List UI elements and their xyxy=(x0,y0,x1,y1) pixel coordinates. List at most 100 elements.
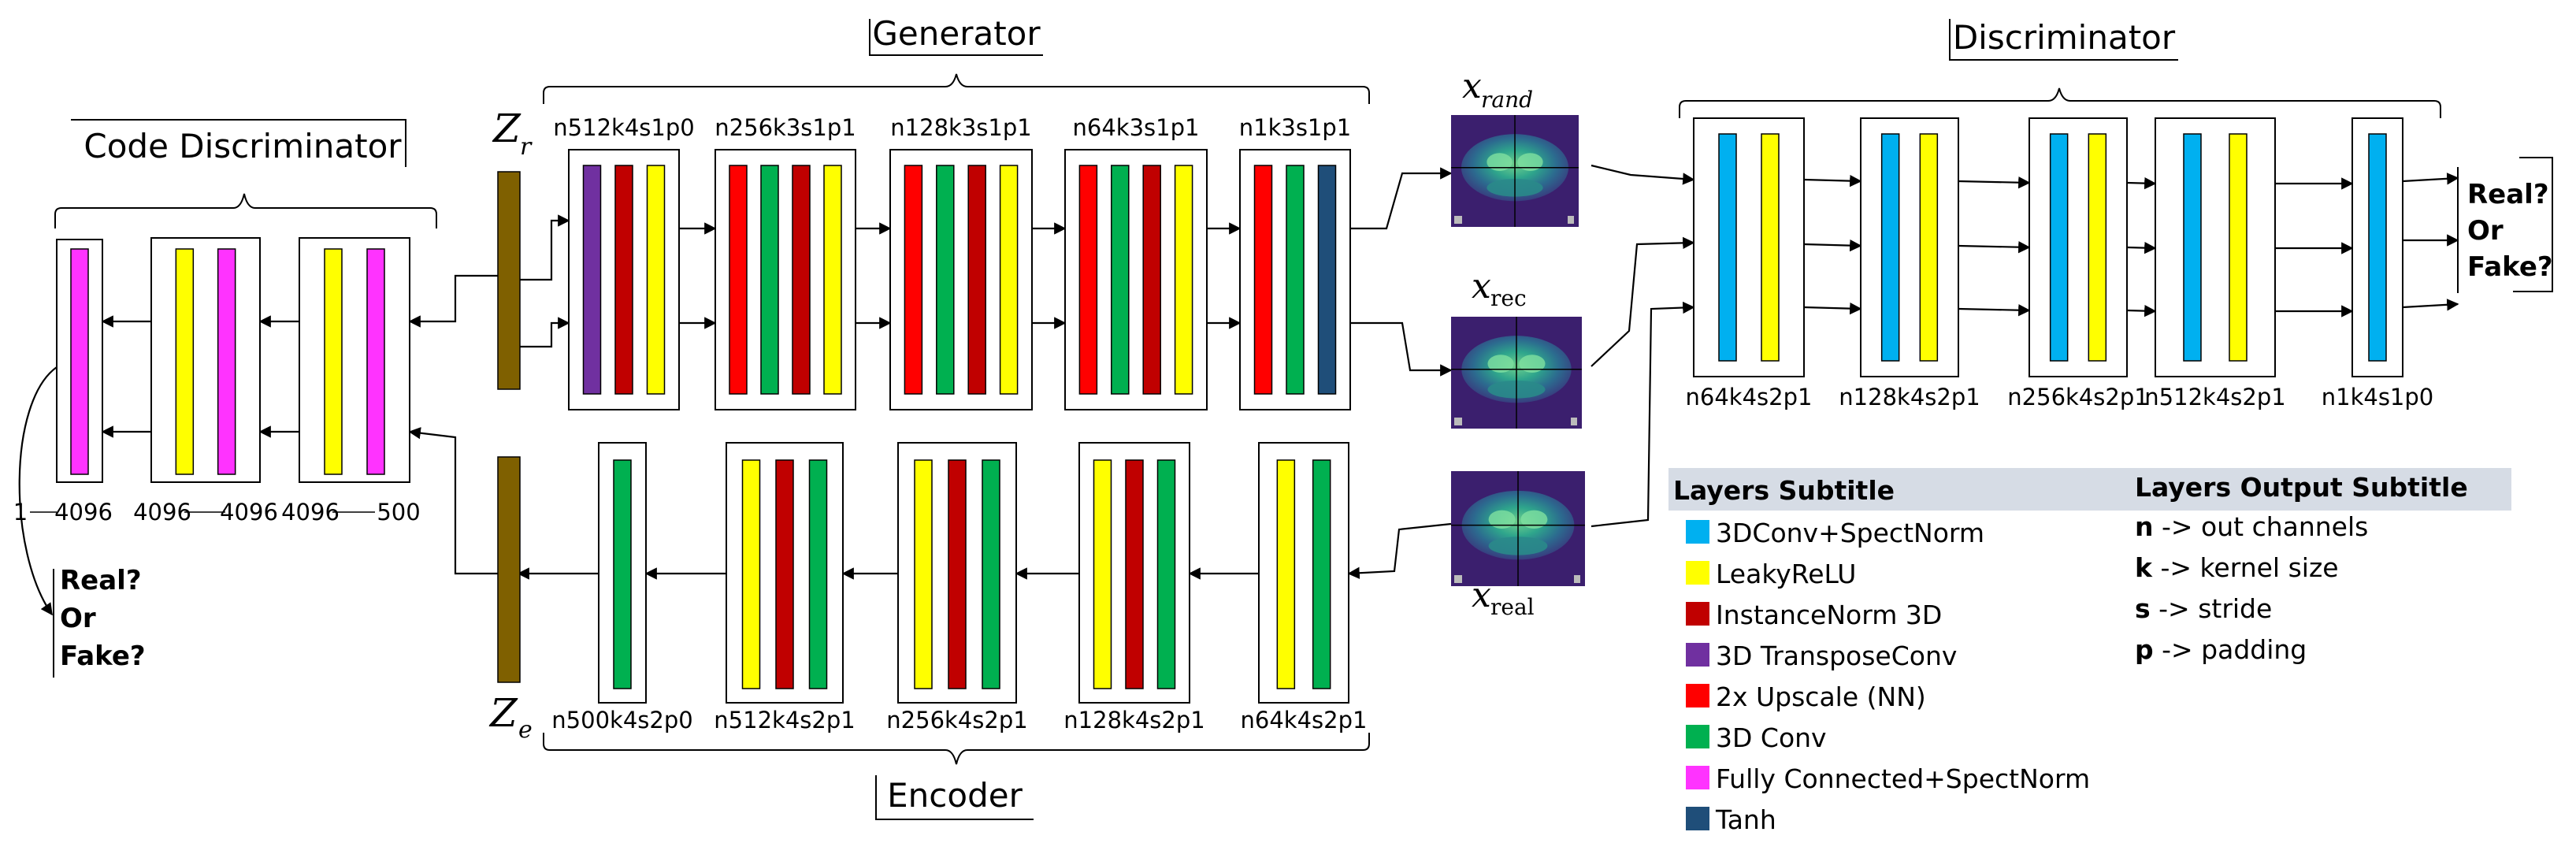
legend-item-spectconv: 3DConv+SpectNorm xyxy=(1686,518,1984,548)
image-x-rec-sub: rec xyxy=(1490,285,1527,311)
code-discriminator-dim-out: 4096 xyxy=(54,499,113,525)
legend-item-transpose: 3D TransposeConv xyxy=(1686,641,1957,671)
generator-bar-instnorm xyxy=(792,165,811,395)
legend-label-tanh: Tanh xyxy=(1715,804,1776,835)
discriminator-bar-spectconv xyxy=(1880,133,1900,362)
latent-z-e-sub: e xyxy=(518,716,533,744)
legend-label-spectconv: 3DConv+SpectNorm xyxy=(1716,518,1984,548)
legend-layers-title: Layers Subtitle xyxy=(1673,475,1895,506)
discriminator-bar-leaky xyxy=(1761,133,1780,362)
image-x-real-sub: real xyxy=(1490,594,1535,620)
generator-layer-label: n128k3s1p1 xyxy=(890,114,1031,141)
discriminator-bar-spectconv xyxy=(1718,133,1737,362)
code-discriminator-dim-out: 4096 xyxy=(220,499,278,525)
code-discriminator-dim-in: 4096 xyxy=(133,499,191,525)
legend-output-key: k xyxy=(2135,552,2153,583)
generator-bar-transpose xyxy=(582,165,602,395)
discriminator-bar-leaky xyxy=(2088,133,2107,362)
encoder-layer-box xyxy=(1258,442,1349,704)
code-discriminator-title: Code Discriminator xyxy=(71,119,406,167)
encoder-layer-label: n500k4s2p0 xyxy=(551,707,692,733)
encoder-bar-conv xyxy=(613,459,632,689)
generator-brace xyxy=(543,73,1370,104)
encoder-title: Encoder xyxy=(875,775,1034,820)
discriminator-bar-leaky xyxy=(2229,133,2248,362)
encoder-bar-conv xyxy=(808,459,828,689)
encoder-brace xyxy=(543,733,1370,765)
discriminator-bar-spectconv xyxy=(2368,133,2387,362)
legend-swatch-fc xyxy=(1686,766,1709,789)
legend-swatch-transpose xyxy=(1686,643,1709,667)
generator-bar-instnorm xyxy=(1142,165,1161,395)
legend-item-instnorm: InstanceNorm 3D xyxy=(1686,600,1942,630)
code-discriminator-output: Real? Or Fake? xyxy=(53,565,146,678)
generator-layer-1: n512k4s1p0 xyxy=(553,114,695,410)
generator-layer-label: n64k3s1p1 xyxy=(1073,114,1200,141)
generator-layer-4: n64k3s1p1 xyxy=(1064,114,1208,410)
discriminator-bar-spectconv xyxy=(2049,133,2069,362)
legend-output-desc: -> out channels xyxy=(2154,511,2369,542)
latent-z-e-bar xyxy=(497,456,521,683)
code-discriminator-bar-fc xyxy=(366,248,385,475)
encoder-layer-label: n128k4s2p1 xyxy=(1063,707,1204,733)
legend-item-fc: Fully Connected+SpectNorm xyxy=(1686,763,2090,794)
generator-layer-5: n1k3s1p1 xyxy=(1239,114,1352,410)
legend-label-conv: 3D Conv xyxy=(1716,722,1827,753)
legend-output-s: s -> stride xyxy=(2135,593,2272,624)
discriminator-title: Discriminator xyxy=(1949,18,2178,61)
legend-output-key: p xyxy=(2135,634,2154,665)
legend-swatch-leaky xyxy=(1686,561,1709,585)
code-discriminator-bar-fc xyxy=(70,248,89,475)
latent-z-r-sub: r xyxy=(520,133,533,161)
brain-scan-picture xyxy=(1451,115,1579,227)
encoder-bar-leaky xyxy=(1276,459,1296,689)
legend-header-bg xyxy=(1668,468,2511,511)
discriminator-output-real: Real? xyxy=(2467,179,2549,210)
encoder-layer-label: n512k4s2p1 xyxy=(714,707,855,733)
legend-item-leaky: LeakyReLU xyxy=(1686,559,1856,589)
legend: Layers Subtitle Layers Output Subtitle 3… xyxy=(1668,468,2511,835)
generator-bar-upscale xyxy=(729,165,748,395)
legend-output-n: n -> out channels xyxy=(2135,511,2368,542)
discriminator-layer-label: n128k4s2p1 xyxy=(1839,384,1980,410)
discriminator-layer-box xyxy=(1693,117,1805,377)
discriminator-brace xyxy=(1679,87,2441,118)
legend-output-key: n xyxy=(2135,511,2154,542)
generator-title-text: Generator xyxy=(872,14,1041,53)
encoder-layer-2: n512k4s2p1 xyxy=(714,442,856,733)
discriminator-layer-label: n256k4s2p1 xyxy=(2007,384,2148,410)
image-x-rec-base: x xyxy=(1472,266,1491,306)
discriminator-layer-2: n128k4s2p1 xyxy=(1839,117,1980,410)
encoder-bar-conv xyxy=(1312,459,1331,689)
legend-outputs-title: Layers Output Subtitle xyxy=(2135,472,2468,503)
legend-swatch-upscale xyxy=(1686,684,1709,707)
encoder-bar-leaky xyxy=(741,459,761,689)
code-discriminator-bar-fc xyxy=(217,248,236,475)
code-discriminator-dim-out: 500 xyxy=(377,499,420,525)
generator-layer-label: n1k3s1p1 xyxy=(1239,114,1352,141)
image-x-rand: x rand xyxy=(1451,66,1579,227)
image-x-rand-base: x xyxy=(1462,66,1482,106)
latent-z-e: Z e xyxy=(488,456,533,744)
encoder-bar-conv xyxy=(982,459,1000,689)
encoder-layer-1: n500k4s2p0 xyxy=(551,442,693,733)
encoder-bar-leaky xyxy=(1093,459,1112,689)
discriminator-layer-box xyxy=(1860,117,1959,377)
code-discriminator-title-text: Code Discriminator xyxy=(84,127,402,165)
latent-z-r: Z r xyxy=(492,106,533,390)
image-x-rand-sub: rand xyxy=(1481,87,1533,113)
discriminator-layer-3: n256k4s2p1 xyxy=(2007,117,2149,410)
legend-label-upscale: 2x Upscale (NN) xyxy=(1716,681,1926,712)
latent-z-e-base: Z xyxy=(488,690,518,736)
legend-label-fc: Fully Connected+SpectNorm xyxy=(1716,763,2090,794)
discriminator-layer-1: n64k4s2p1 xyxy=(1686,117,1812,410)
generator-bar-instnorm xyxy=(614,165,633,395)
discriminator-layer-4: n512k4s2p1 xyxy=(2144,117,2286,410)
legend-label-instnorm: InstanceNorm 3D xyxy=(1716,600,1942,630)
code-discriminator-layer-box xyxy=(150,237,261,483)
discriminator-layer-box xyxy=(2155,117,2276,377)
